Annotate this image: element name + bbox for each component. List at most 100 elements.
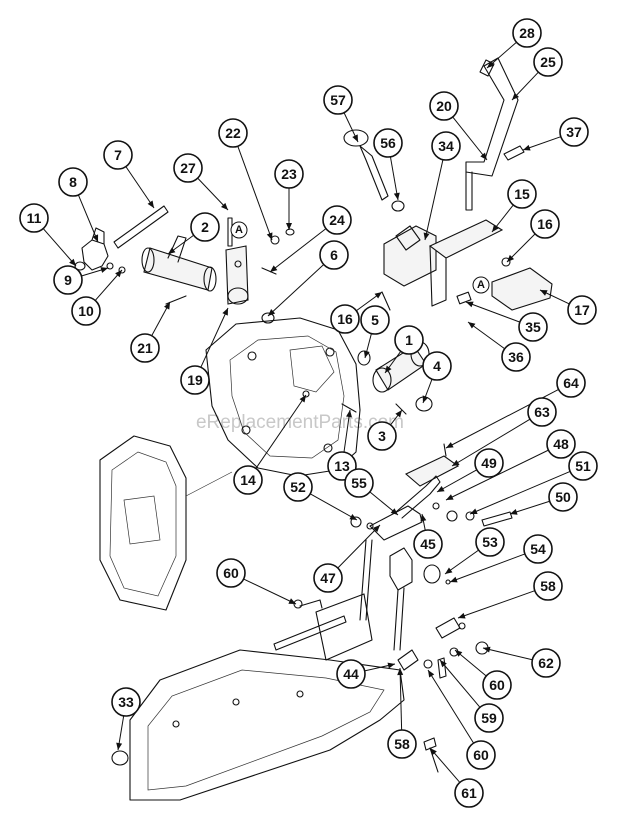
callout-part-50[interactable]: 50 xyxy=(509,482,578,515)
callout-part-15[interactable]: 15 xyxy=(491,179,537,233)
callout-part-5[interactable]: 5 xyxy=(360,305,390,359)
callout-part-34[interactable]: 34 xyxy=(423,131,461,241)
callout-part-3[interactable]: 3 xyxy=(367,409,403,451)
callout-part-60[interactable]: 60 xyxy=(216,558,297,605)
callout-circle[interactable] xyxy=(53,265,83,295)
callout-part-37[interactable]: 37 xyxy=(522,117,589,151)
callout-part-7[interactable]: 7 xyxy=(103,140,155,209)
callout-part-45[interactable]: 45 xyxy=(413,513,443,559)
callout-circle[interactable] xyxy=(360,305,390,335)
callout-circle[interactable] xyxy=(336,659,366,689)
callout-part-24[interactable]: 24 xyxy=(269,205,352,273)
callout-part-10[interactable]: 10 xyxy=(71,269,123,326)
callout-part-14[interactable]: 14 xyxy=(233,394,307,495)
callout-circle[interactable] xyxy=(19,203,49,233)
callout-part-8[interactable]: 8 xyxy=(58,167,99,243)
callout-circle[interactable] xyxy=(218,118,248,148)
callout-circle[interactable] xyxy=(454,778,484,808)
callout-part-64[interactable]: 64 xyxy=(445,368,586,449)
callout-part-60[interactable]: 60 xyxy=(454,649,512,700)
callout-circle[interactable] xyxy=(323,85,353,115)
callout-part-44[interactable]: 44 xyxy=(336,659,396,689)
callout-circle[interactable] xyxy=(180,365,210,395)
callout-part-22[interactable]: 22 xyxy=(218,118,273,241)
callout-circle[interactable] xyxy=(319,240,349,270)
callout-circle[interactable] xyxy=(567,295,597,325)
callout-part-6[interactable]: 6 xyxy=(267,240,349,317)
callout-circle[interactable] xyxy=(507,179,537,209)
callout-part-35[interactable]: 35 xyxy=(465,301,548,342)
callout-circle[interactable] xyxy=(173,153,203,183)
callout-circle[interactable] xyxy=(330,304,360,334)
callout-part-1[interactable]: 1 xyxy=(384,325,424,374)
callout-part-27[interactable]: 27 xyxy=(173,153,229,211)
callout-circle[interactable] xyxy=(523,534,553,564)
callout-part-61[interactable]: 61 xyxy=(429,747,484,808)
callout-part-23[interactable]: 23 xyxy=(274,159,304,230)
callout-circle[interactable] xyxy=(527,397,557,427)
callout-circle[interactable] xyxy=(474,448,504,478)
callout-circle[interactable] xyxy=(518,312,548,342)
callout-circle[interactable] xyxy=(568,451,598,481)
callout-circle[interactable] xyxy=(394,325,424,355)
callout-part-17[interactable]: 17 xyxy=(539,289,597,325)
callout-circle[interactable] xyxy=(367,421,397,451)
callout-part-60[interactable]: 60 xyxy=(427,669,496,770)
callout-circle[interactable] xyxy=(559,117,589,147)
callout-part-47[interactable]: 47 xyxy=(313,524,381,593)
callout-part-53[interactable]: 53 xyxy=(444,527,505,575)
callout-part-11[interactable]: 11 xyxy=(19,203,77,267)
callout-circle[interactable] xyxy=(546,429,576,459)
callout-circle[interactable] xyxy=(533,47,563,77)
callout-circle[interactable] xyxy=(283,472,313,502)
callout-circle[interactable] xyxy=(501,342,531,372)
callout-part-57[interactable]: 57 xyxy=(323,85,359,143)
callout-circle[interactable] xyxy=(322,205,352,235)
callout-part-16[interactable]: 16 xyxy=(506,209,560,263)
callout-part-9[interactable]: 9 xyxy=(53,265,109,295)
callout-part-55[interactable]: 55 xyxy=(344,468,399,516)
callout-circle[interactable] xyxy=(474,703,504,733)
callout-part-52[interactable]: 52 xyxy=(283,472,358,521)
callout-part-16[interactable]: 16 xyxy=(330,291,383,334)
callout-circle[interactable] xyxy=(422,351,452,381)
callout-part-51[interactable]: 51 xyxy=(469,451,598,515)
callout-circle[interactable] xyxy=(413,529,443,559)
callout-part-25[interactable]: 25 xyxy=(511,47,563,101)
callout-circle[interactable] xyxy=(387,729,417,759)
callout-part-36[interactable]: 36 xyxy=(467,321,531,372)
callout-circle[interactable] xyxy=(313,563,343,593)
callout-circle[interactable] xyxy=(531,648,561,678)
callout-circle[interactable] xyxy=(475,527,505,557)
callout-circle[interactable] xyxy=(373,128,403,158)
callout-circle[interactable] xyxy=(233,465,263,495)
callout-part-49[interactable]: 49 xyxy=(436,448,504,493)
callout-circle[interactable] xyxy=(466,740,496,770)
callout-part-59[interactable]: 59 xyxy=(439,659,504,733)
callout-part-20[interactable]: 20 xyxy=(429,91,488,161)
callout-circle[interactable] xyxy=(548,482,578,512)
callout-part-33[interactable]: 33 xyxy=(111,687,141,751)
callout-circle[interactable] xyxy=(533,571,563,601)
callout-part-2[interactable]: 2 xyxy=(167,212,220,255)
callout-circle[interactable] xyxy=(58,167,88,197)
callout-circle[interactable] xyxy=(530,209,560,239)
callout-part-4[interactable]: 4 xyxy=(422,351,452,404)
callout-part-19[interactable]: 19 xyxy=(180,307,229,395)
callout-part-62[interactable]: 62 xyxy=(482,646,561,678)
callout-circle[interactable] xyxy=(431,131,461,161)
callout-part-21[interactable]: 21 xyxy=(130,301,171,363)
callout-part-28[interactable]: 28 xyxy=(486,18,542,69)
callout-part-56[interactable]: 56 xyxy=(373,128,403,201)
callout-circle[interactable] xyxy=(130,333,160,363)
callout-part-58[interactable]: 58 xyxy=(387,667,417,759)
callout-circle[interactable] xyxy=(111,687,141,717)
callout-circle[interactable] xyxy=(344,468,374,498)
callout-circle[interactable] xyxy=(190,212,220,242)
callout-circle[interactable] xyxy=(556,368,586,398)
callout-circle[interactable] xyxy=(512,18,542,48)
callout-part-63[interactable]: 63 xyxy=(451,397,557,467)
callout-circle[interactable] xyxy=(429,91,459,121)
callout-circle[interactable] xyxy=(103,140,133,170)
callout-part-54[interactable]: 54 xyxy=(449,534,553,583)
